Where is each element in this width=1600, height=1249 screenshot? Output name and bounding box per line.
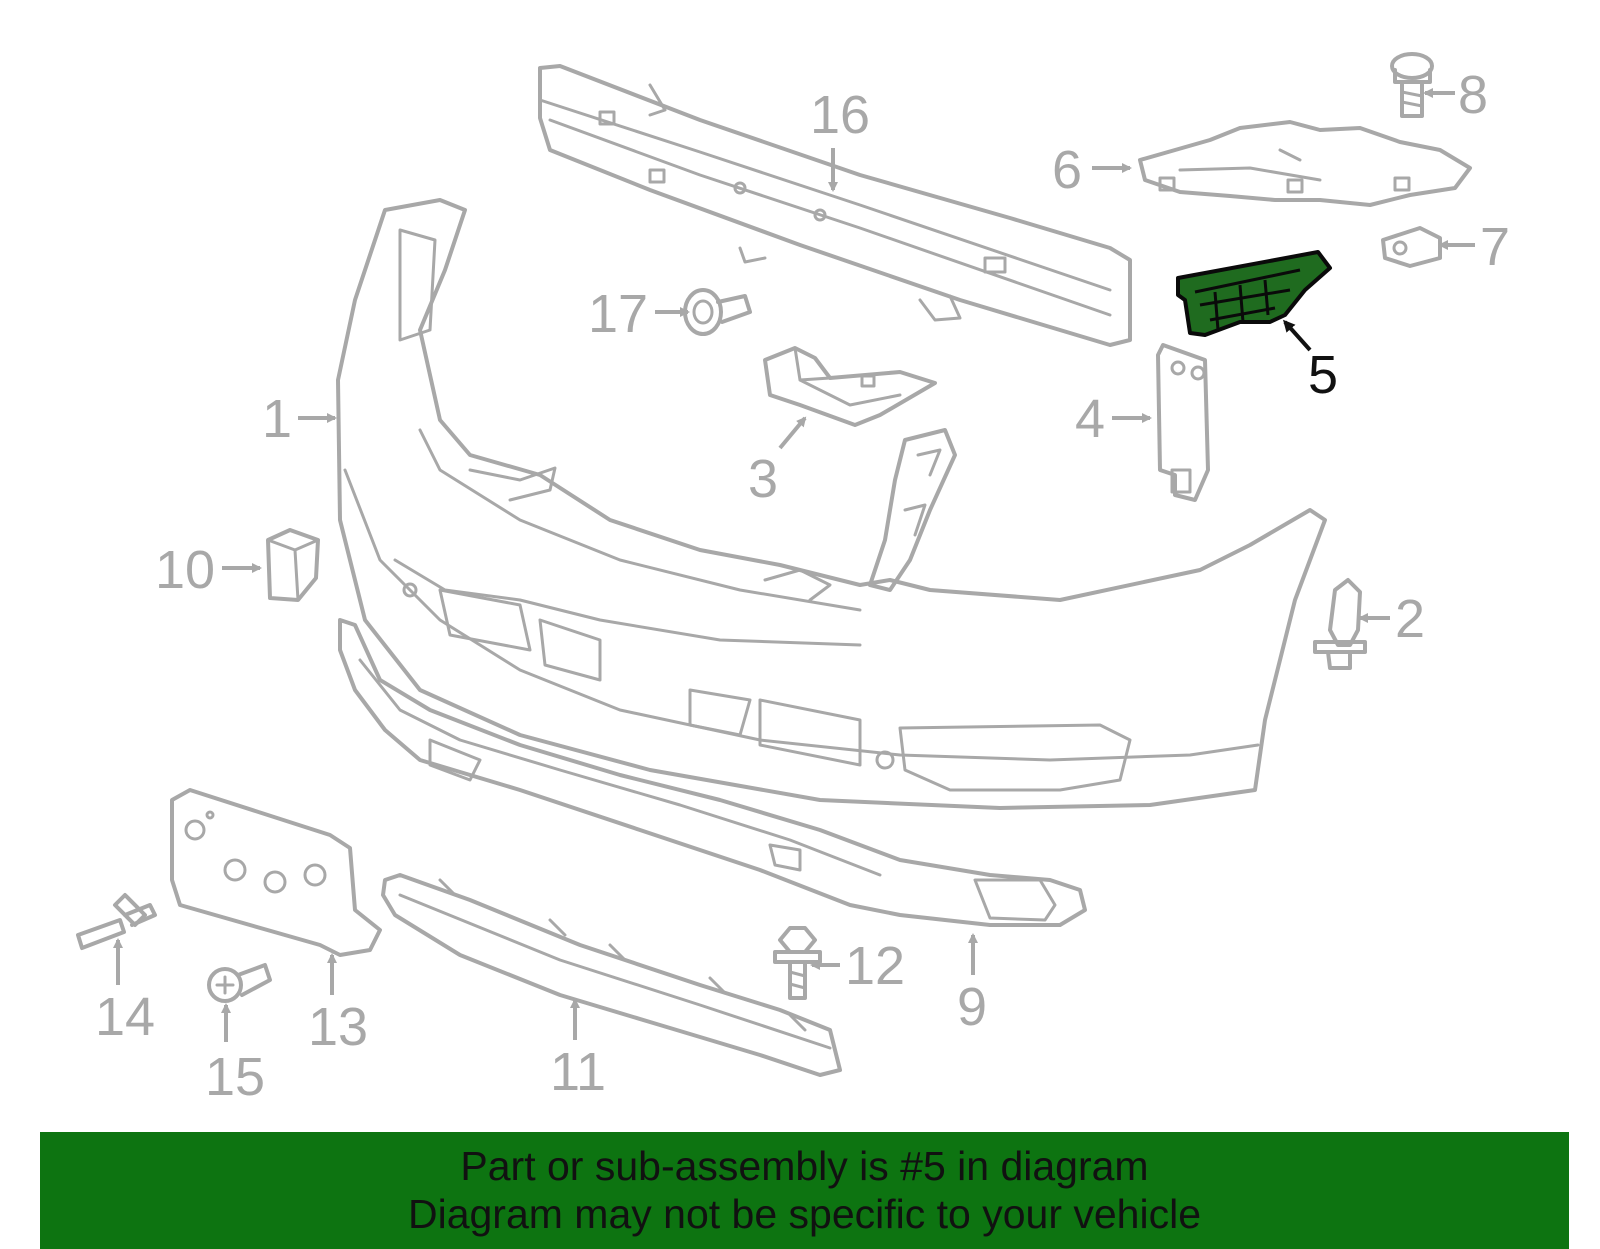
part-17-bolt[interactable] <box>683 288 752 336</box>
callout-labels: 1 2 3 4 5 6 7 8 9 10 11 12 13 14 15 16 1… <box>95 65 1510 1107</box>
callout-6[interactable]: 6 <box>1052 140 1082 200</box>
callout-10[interactable]: 10 <box>155 540 215 600</box>
callout-1[interactable]: 1 <box>262 389 292 449</box>
callout-13[interactable]: 13 <box>308 997 368 1057</box>
part-9-lower-valance[interactable] <box>338 618 1087 927</box>
part-1-bumper-cover[interactable] <box>336 198 1327 810</box>
info-banner: Part or sub-assembly is #5 in diagram Di… <box>40 1132 1569 1249</box>
callout-4[interactable]: 4 <box>1075 389 1105 449</box>
callout-3[interactable]: 3 <box>748 449 778 509</box>
callout-17[interactable]: 17 <box>588 284 648 344</box>
banner-line-1: Part or sub-assembly is #5 in diagram <box>460 1143 1149 1189</box>
part-12-bolt[interactable] <box>773 926 822 1000</box>
part-11-lower-reinforcement[interactable] <box>381 873 842 1077</box>
callout-16[interactable]: 16 <box>810 85 870 145</box>
part-8-screw[interactable] <box>1390 52 1434 118</box>
part-3-bracket[interactable] <box>763 346 937 427</box>
arrow-3 <box>778 416 807 450</box>
part-10-retainer[interactable] <box>266 528 320 602</box>
part-2-push-pin[interactable] <box>1313 578 1367 670</box>
callout-8[interactable]: 8 <box>1458 65 1488 125</box>
part-7-clip-nut[interactable] <box>1381 226 1442 268</box>
callout-2[interactable]: 2 <box>1395 589 1425 649</box>
part-15-screw[interactable] <box>207 963 272 1003</box>
callout-14[interactable]: 14 <box>95 987 155 1047</box>
banner-line-2: Diagram may not be specific to your vehi… <box>407 1191 1201 1237</box>
part-14-pin[interactable] <box>76 893 157 950</box>
part-13-license-bracket[interactable] <box>170 788 382 957</box>
callout-15[interactable]: 15 <box>205 1047 265 1107</box>
bumper-parts-diagram: 1 2 3 4 5 6 7 8 9 10 11 12 13 14 15 16 1… <box>76 52 1510 1107</box>
callout-7[interactable]: 7 <box>1480 217 1510 277</box>
part-5-highlighted-bracket[interactable] <box>1176 250 1332 337</box>
part-16-impact-bar[interactable] <box>538 64 1132 347</box>
callout-9[interactable]: 9 <box>957 977 987 1037</box>
callout-arrows <box>113 88 1475 1042</box>
callout-5[interactable]: 5 <box>1308 345 1338 405</box>
part-4-bracket[interactable] <box>1156 343 1210 502</box>
callout-11[interactable]: 11 <box>550 1042 606 1102</box>
callout-12[interactable]: 12 <box>845 936 905 996</box>
arrow-5 <box>1283 319 1312 352</box>
bumper-center-bracket <box>868 428 957 592</box>
part-6-air-deflector[interactable] <box>1138 120 1472 207</box>
